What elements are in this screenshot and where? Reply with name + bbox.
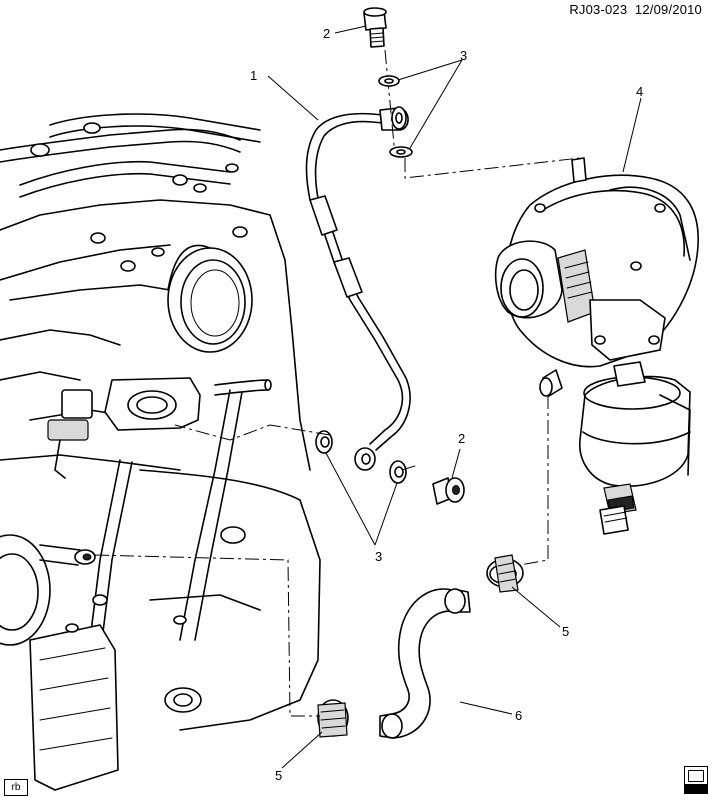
part-5-hose-clamp-right [486,554,524,593]
drawing-id: RJ03-023 [569,2,628,17]
part-2-bolt-bottom [432,477,465,505]
part-3-sealing-washers [315,75,413,484]
callout-5-bottom: 5 [275,768,282,783]
part-1-turbo-oil-feed-pipe [305,106,411,471]
callout-2-top: 2 [323,26,330,41]
callout-5-right: 5 [562,624,569,639]
callout-3-bottom: 3 [375,549,382,564]
callout-3-top: 3 [460,48,467,63]
assembly-alignment-lines [94,157,581,717]
part-2-bolt-top [363,7,396,156]
callout-1: 1 [250,68,257,83]
callout-numbers: 1 2 3 4 2 3 5 6 5 [250,26,643,783]
part-6-oil-drain-hose [379,588,471,739]
part-4-turbocharger [494,157,699,535]
artist-initials-box: rb [4,779,28,796]
drawing-header: RJ03-023 12/09/2010 [569,2,702,17]
callout-leaders [267,25,642,769]
part-5-hose-clamp-bottom [317,699,349,738]
engine-assembly [0,113,321,791]
artist-initials: rb [11,782,21,793]
gm-logo-bar [685,784,707,793]
gm-logo-mark [688,770,704,782]
gm-spo-logo [684,766,708,794]
callout-6: 6 [515,708,522,723]
callout-4: 4 [636,84,643,99]
callout-2-bottom: 2 [458,431,465,446]
drawing-date: 12/09/2010 [634,2,702,17]
